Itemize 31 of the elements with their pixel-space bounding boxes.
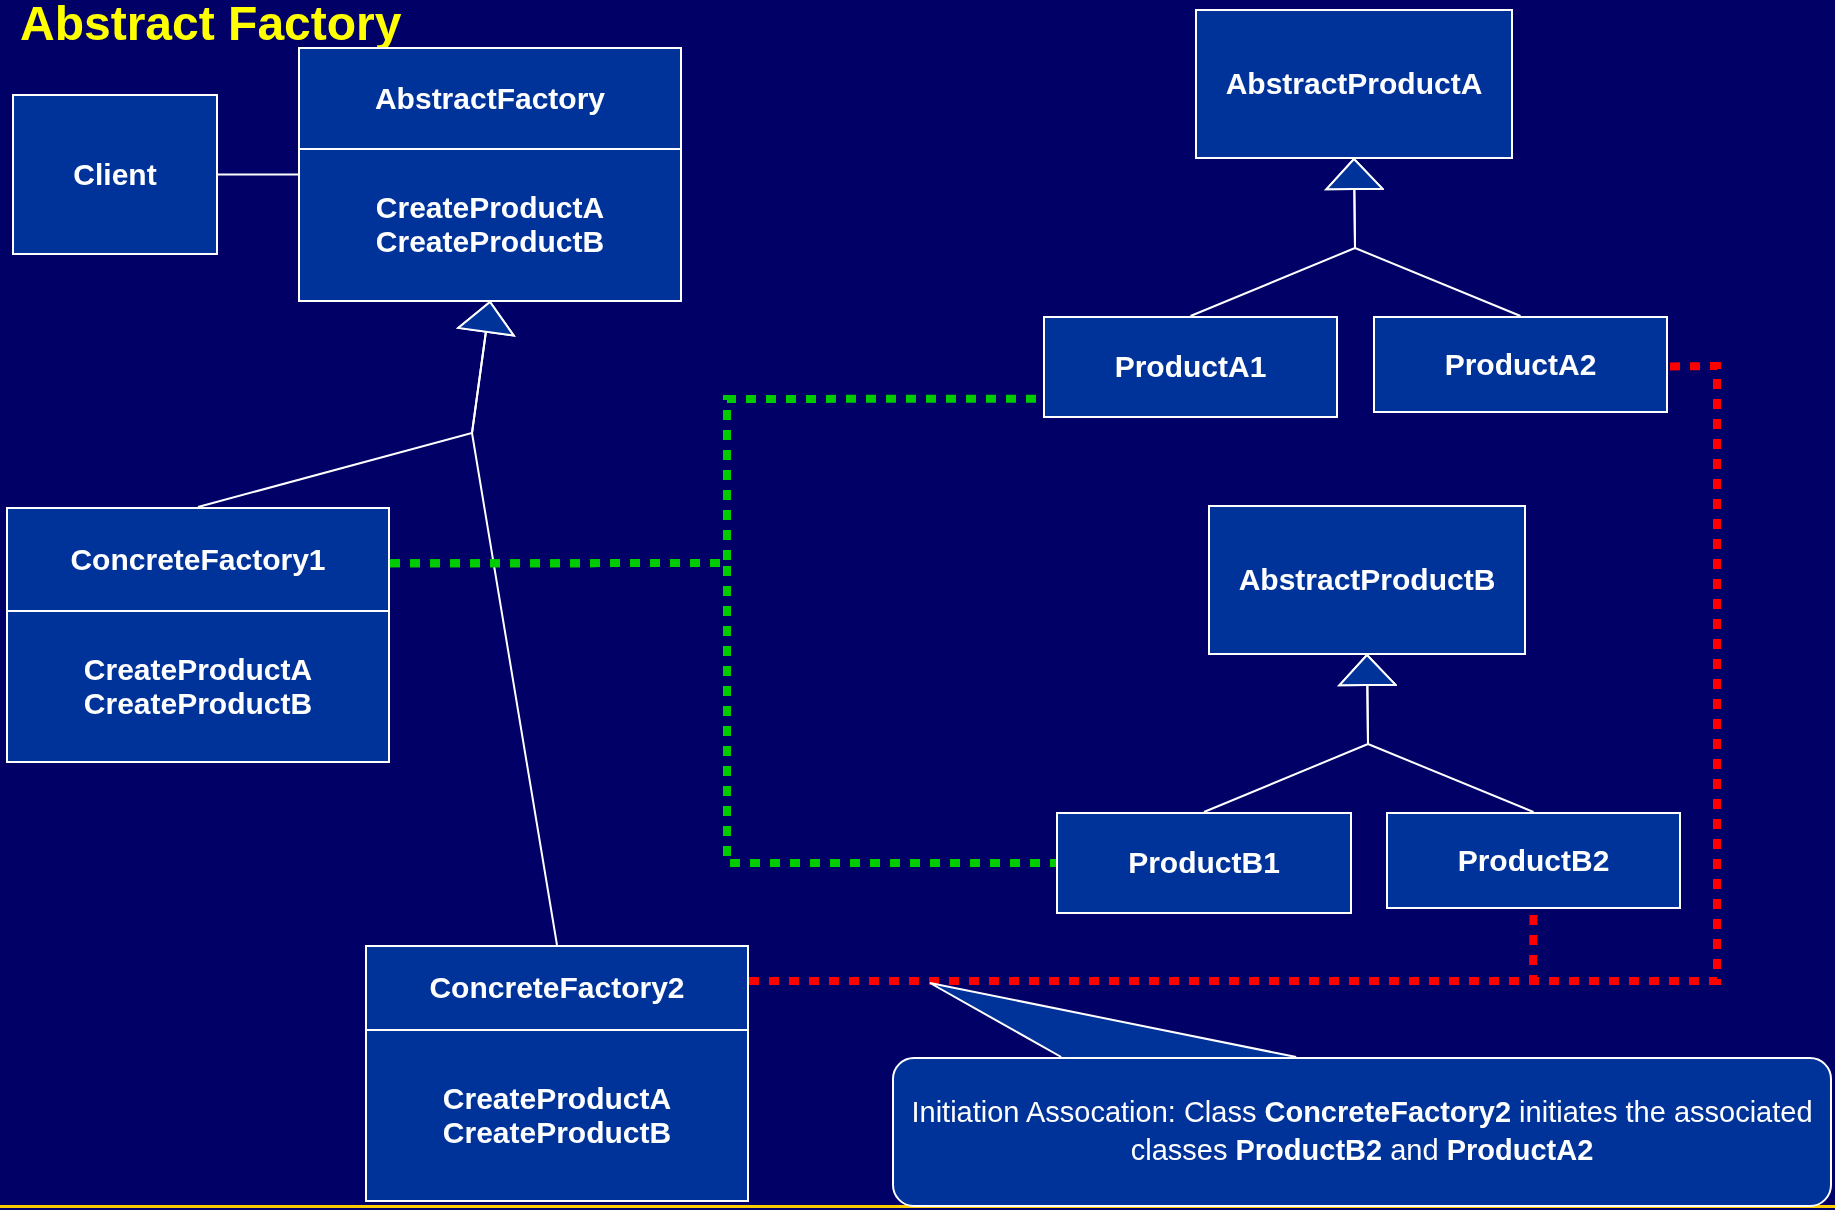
connector xyxy=(217,173,299,176)
inheritance-arrow xyxy=(457,301,558,946)
class-box xyxy=(6,507,390,763)
class-name: ProductB2 xyxy=(1457,843,1610,878)
callout-text: Initiation Assocation: Class ConcreteFactory2 initiates the associated classes ProductB2 and ProductA2 xyxy=(910,1095,1814,1168)
class-box xyxy=(1386,812,1681,909)
class-box xyxy=(1373,316,1668,413)
dashed-connector xyxy=(390,559,1056,867)
method-list: CreateProductA CreateProductB xyxy=(8,652,388,721)
class-name: ConcreteFactory1 xyxy=(70,542,326,577)
method-list: CreateProductA CreateProductB xyxy=(300,191,680,259)
class-name: ProductA2 xyxy=(1444,347,1597,382)
callout-pointer xyxy=(929,982,1298,1058)
class-box xyxy=(1208,505,1526,655)
class-name: ConcreteFactory2 xyxy=(429,971,685,1005)
class-box xyxy=(298,47,682,302)
method-list: CreateProductA CreateProductB xyxy=(367,1081,747,1150)
title: Abstract Factory xyxy=(20,0,402,48)
class-box xyxy=(1056,812,1352,914)
class-name: Client xyxy=(73,157,157,192)
class-name: ProductA1 xyxy=(1114,350,1267,384)
class-name: AbstractProductA xyxy=(1225,67,1483,101)
class-box xyxy=(1195,9,1513,159)
class-box xyxy=(1043,316,1338,418)
class-name: ProductB1 xyxy=(1128,846,1280,880)
class-name: AbstractProductB xyxy=(1238,563,1496,597)
class-box xyxy=(12,94,218,255)
class-box xyxy=(365,945,749,1202)
inheritance-arrow xyxy=(1338,654,1535,813)
class-name: AbstractFactory xyxy=(374,81,606,116)
inheritance-arrow xyxy=(1325,158,1522,317)
